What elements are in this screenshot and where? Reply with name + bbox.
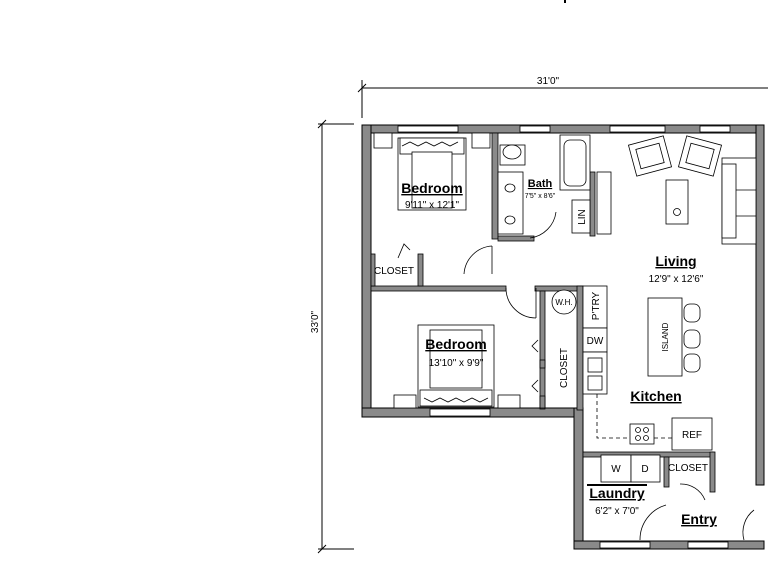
washer-label: W (611, 464, 621, 475)
height-dimension: 33'0" (310, 310, 321, 333)
laundry-name: Laundry (589, 485, 644, 501)
bath-name: Bath (528, 178, 553, 190)
kitchen-counter-outline (596, 394, 672, 439)
living-name: Living (655, 253, 696, 269)
dw-label: DW (587, 336, 604, 347)
bedroom1-size: 9'11" x 12'1" (405, 200, 460, 211)
closet-door-bed2 (531, 339, 539, 393)
bath-size: 7'5" x 8'6" (525, 193, 556, 200)
doors (463, 211, 755, 541)
pantry-label: P'TRY (591, 291, 602, 320)
kitchen-name: Kitchen (630, 388, 681, 404)
laundry-machines (600, 454, 661, 483)
bed-2 (393, 324, 521, 409)
top-crop-fragment (564, 0, 566, 3)
ref-label: REF (682, 430, 702, 441)
living-furniture (627, 135, 757, 245)
windows (397, 125, 731, 549)
island-label: ISLAND (661, 322, 670, 351)
closet-entry-label: CLOSET (668, 463, 708, 474)
closet-door-bed1 (397, 243, 411, 259)
entry-name: Entry (681, 511, 717, 527)
closet-bed1-label: CLOSET (374, 266, 414, 277)
bedroom1-name: Bedroom (401, 180, 462, 196)
laundry-shelf (587, 484, 647, 486)
island (647, 297, 701, 377)
kitchen-counters (551, 285, 713, 451)
interior-walls (370, 132, 716, 493)
bedroom2-name: Bedroom (425, 336, 486, 352)
living-size: 12'9" x 12'6" (649, 274, 704, 285)
bed-1 (373, 132, 491, 211)
bath-fixtures (497, 134, 612, 235)
laundry-size: 6'2" x 7'0" (595, 506, 639, 517)
width-dimension: 31'0" (537, 76, 560, 87)
dryer-label: D (641, 464, 648, 475)
bedroom2-size: 13'10" x 9'9" (429, 358, 484, 369)
lin-label: LIN (577, 209, 588, 225)
dimension-lines (317, 80, 768, 554)
wh-label: W.H. (555, 298, 572, 307)
closet-bed2-label: CLOSET (559, 348, 570, 388)
